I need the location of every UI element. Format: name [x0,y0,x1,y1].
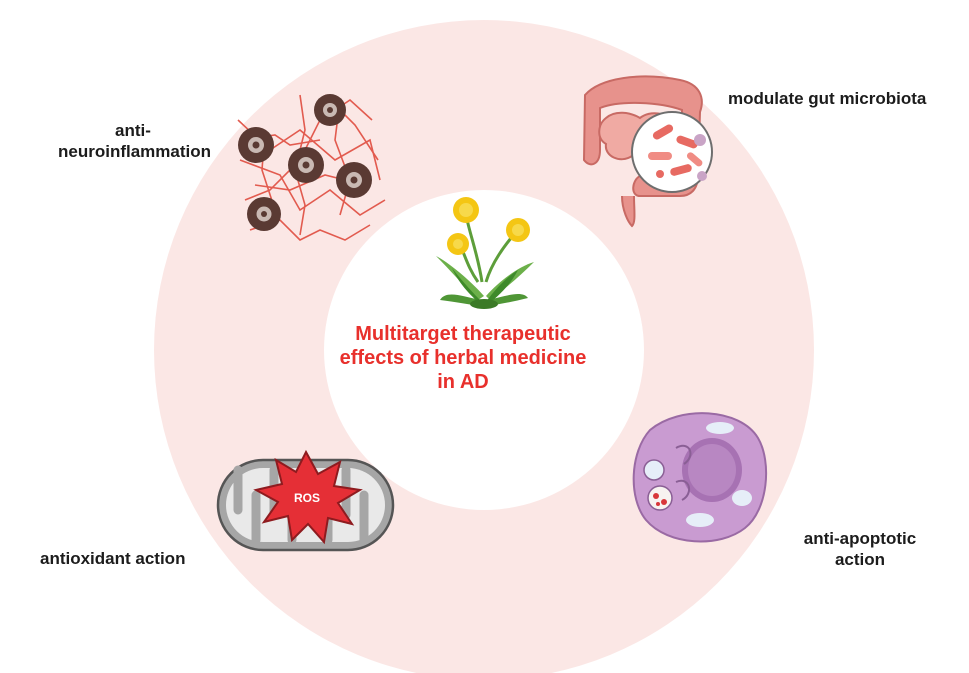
ros-burst-icon: ROS [253,449,363,545]
intestine-icon [582,75,713,228]
cell-icon [632,412,768,543]
label-apop-line-2: action [834,550,886,569]
label-neuro-line-2: neuroinflammation [58,142,212,161]
center-title-line-3: in AD [437,371,489,393]
center-title: Multitarget therapeutic effects of herba… [318,322,608,394]
label-anti-neuroinflammation: anti- neuroinflammation [58,120,212,162]
dandelion-icon [436,197,534,309]
plaque-cluster [238,94,372,231]
label-apop-line-1: anti-apoptotic [803,529,917,548]
label-anti-apoptotic-action: anti-apoptotic action [790,528,930,570]
inner-circle [324,190,644,510]
center-title-line-1: Multitarget therapeutic [355,323,571,345]
label-antioxidant-action: antioxidant action [40,549,186,568]
center-title-line-2: effects of herbal medicine [339,347,587,369]
label-neuro-line-1: anti- [115,121,151,140]
label-modulate-gut-microbiota: modulate gut microbiota [728,89,927,108]
ros-label: ROS [294,491,320,505]
